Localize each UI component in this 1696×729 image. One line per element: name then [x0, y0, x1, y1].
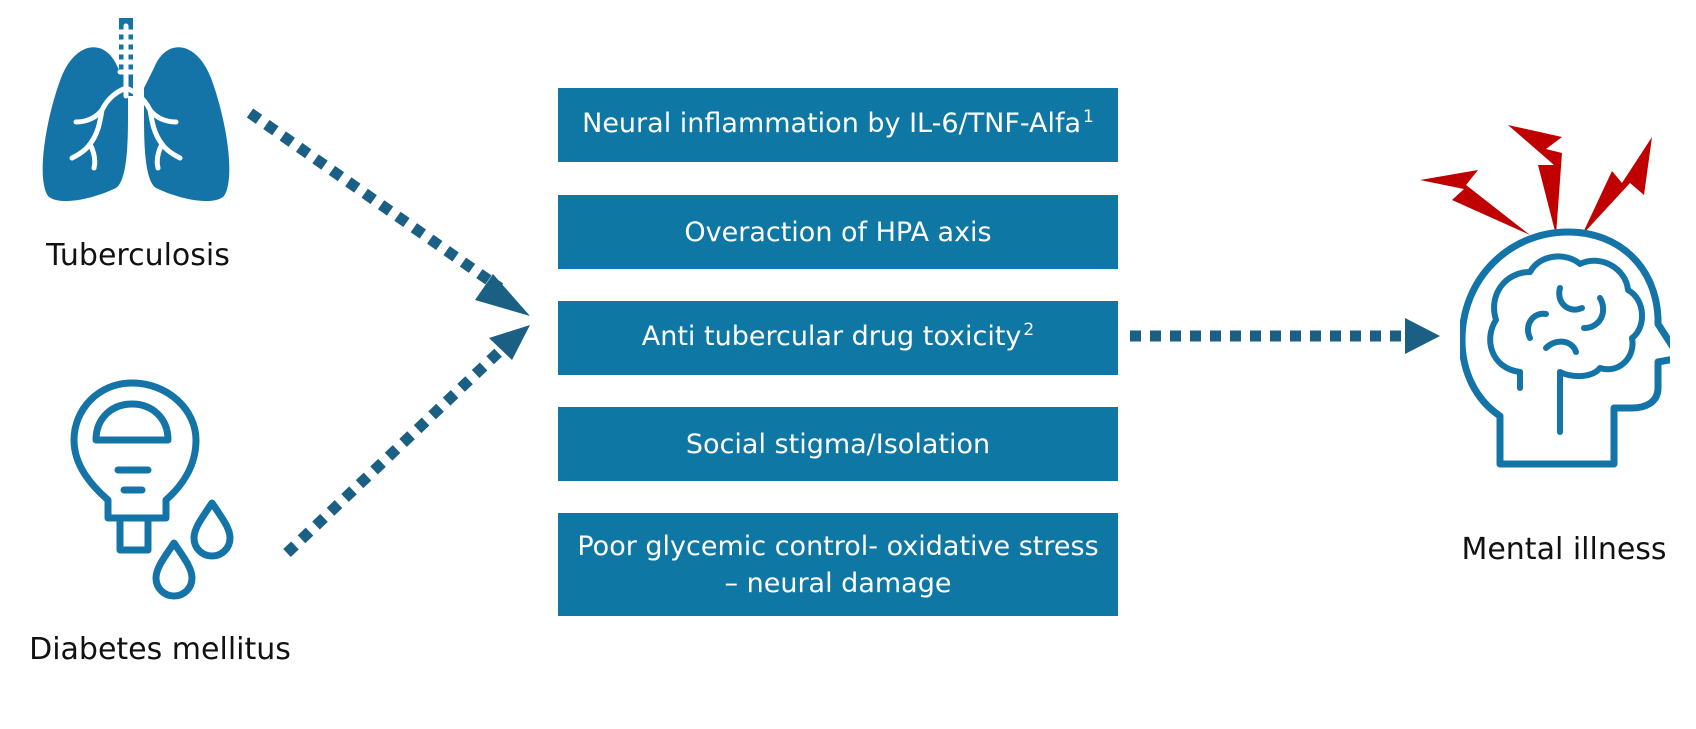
lightning-icon: [1420, 125, 1652, 235]
glucose-meter-icon: [70, 379, 234, 600]
tuberculosis-arrowhead: [475, 274, 530, 316]
lungs-icon: [42, 18, 230, 202]
mechanism-box-glycemic-control: Poor glycemic control- oxidative stress …: [558, 513, 1118, 616]
mental-illness-label: Mental illness: [1461, 532, 1667, 567]
mechanism-box-hpa-axis: Overaction of HPA axis: [558, 195, 1118, 269]
outcome-arrowhead: [1405, 318, 1440, 354]
mechanism-box-social-stigma: Social stigma/Isolation: [558, 407, 1118, 481]
brain-head-icon: [1460, 228, 1670, 468]
diabetes-arrowhead: [489, 325, 530, 360]
diabetes-mellitus-label: Diabetes mellitus: [29, 632, 291, 667]
tuberculosis-label: Tuberculosis: [46, 238, 230, 273]
diabetes-arrow-line: [283, 345, 506, 557]
tuberculosis-arrow-line: [246, 108, 504, 293]
